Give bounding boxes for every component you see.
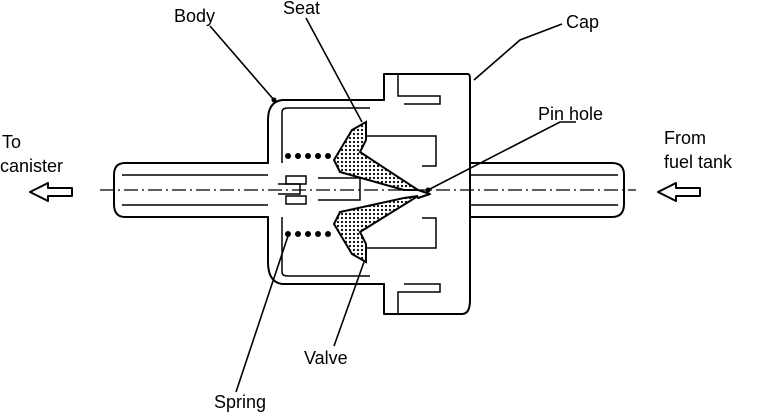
spring (285, 153, 331, 237)
from-fuel-tank-label-line2: fuel tank (664, 152, 733, 172)
cap (366, 73, 471, 315)
to-canister-arrow (29, 182, 73, 202)
to-canister-label-line2: canister (0, 156, 63, 176)
to-canister-label-line1: To (2, 132, 21, 152)
from-fuel-tank-label-line1: From (664, 128, 706, 148)
spring-label: Spring (214, 392, 266, 412)
seat-label: Seat (283, 0, 320, 18)
body-label: Body (174, 6, 215, 26)
valve-rubber (332, 120, 431, 264)
leader-lines (209, 17, 576, 393)
body-housing (267, 99, 385, 285)
valve-label: Valve (304, 348, 348, 368)
from-fuel-tank-arrow (657, 182, 701, 202)
cap-label: Cap (566, 12, 599, 32)
pin-hole-label: Pin hole (538, 104, 603, 124)
